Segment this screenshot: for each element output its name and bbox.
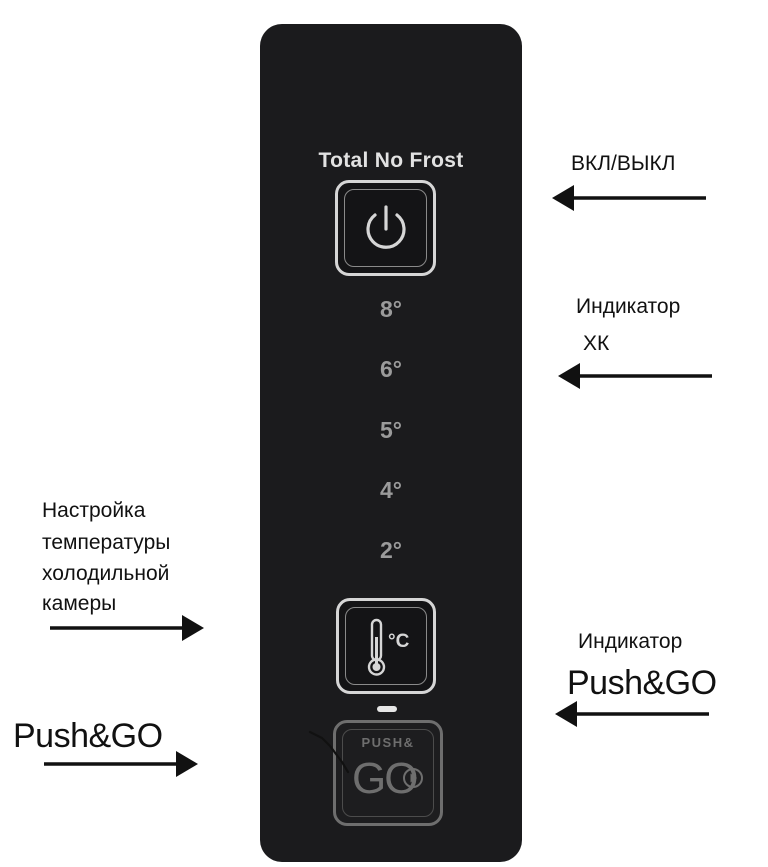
arrow-power	[552, 185, 706, 211]
arrow-indicator-fridge	[558, 363, 712, 389]
label-indicator-push-1: Индикатор	[578, 630, 683, 653]
label-temp-setting-1: Настройка	[42, 499, 146, 522]
push-go-button[interactable]: PUSH& GO	[333, 720, 443, 826]
thermometer-icon	[367, 618, 386, 676]
temp-level-5: 5°	[380, 417, 402, 443]
power-icon	[366, 205, 406, 249]
label-indicator-fridge-2: ХК	[583, 332, 610, 355]
arrow-temp-setting	[50, 615, 204, 641]
play-icon	[403, 768, 423, 788]
brand-title: Total No Frost	[318, 149, 464, 172]
temperature-button-inner	[345, 607, 427, 685]
celsius-unit: °C	[388, 631, 410, 652]
arrow-indicator-push	[555, 701, 709, 727]
push-go-bottom-text: GO	[352, 754, 418, 803]
label-indicator-fridge-1: Индикатор	[576, 295, 681, 318]
temp-level-8: 8°	[380, 296, 402, 322]
scribble-mark	[308, 730, 350, 774]
label-push-go: Push&GO	[13, 717, 163, 755]
temp-level-4: 4°	[380, 477, 402, 503]
arrow-push-go	[44, 751, 198, 777]
label-temp-setting-2: температуры	[42, 531, 171, 554]
push-go-top-text: PUSH&	[361, 735, 415, 750]
push-go-indicator	[377, 706, 397, 712]
control-panel: Total No Frost 8° 6° 5° 4° 2° °C PUSH& G…	[260, 24, 522, 862]
label-temp-setting-3: холодильной	[42, 562, 170, 585]
temp-level-2: 2°	[380, 537, 402, 563]
label-indicator-push-2: Push&GO	[567, 664, 717, 702]
label-temp-setting-4: камеры	[42, 592, 117, 615]
temp-level-6: 6°	[380, 356, 402, 382]
power-button[interactable]	[335, 180, 436, 276]
label-power: ВКЛ/ВЫКЛ	[571, 152, 676, 175]
temperature-button[interactable]: °C	[336, 598, 436, 694]
power-button-inner	[344, 189, 427, 267]
push-go-button-inner	[342, 729, 434, 817]
